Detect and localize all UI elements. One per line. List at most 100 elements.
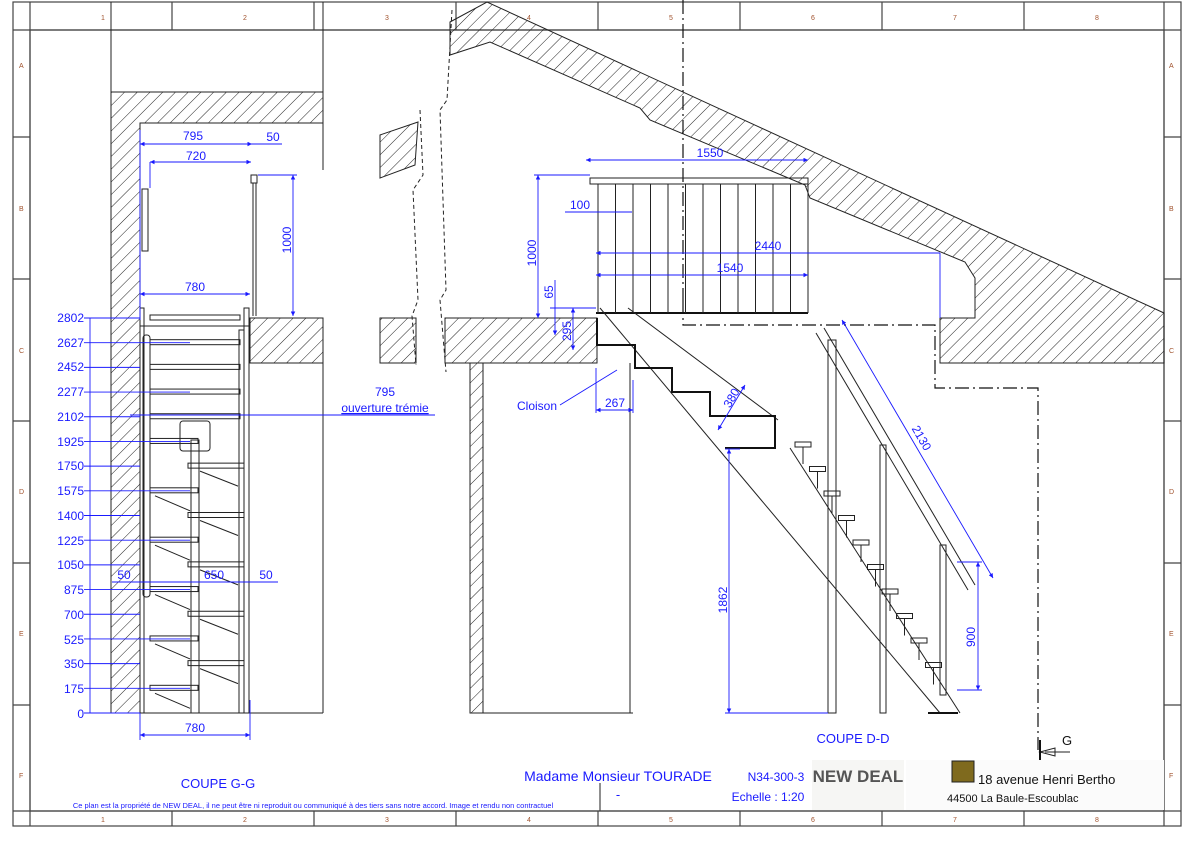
dim-2130: 2130 (909, 423, 935, 453)
grid-col-1: 1 (101, 817, 105, 824)
grid-column-labels-bottom: 1 2 3 4 5 6 7 8 (101, 817, 1099, 824)
leader-line (559, 369, 618, 406)
dim-50-right: 50 (259, 568, 273, 582)
opening-label: ouverture trémie (341, 401, 429, 415)
gg-dimensions: 795 50 720 1000 780 795 ouverture trémie… (112, 129, 435, 740)
tread (149, 437, 199, 444)
stair-tread (823, 490, 841, 497)
slab-hatch (444, 317, 598, 364)
tread (187, 660, 245, 667)
grid-col-6: 6 (811, 15, 815, 22)
grid-row-e: E (1169, 631, 1174, 638)
level-label: 875 (64, 583, 84, 597)
level-label: 1225 (57, 534, 84, 548)
address-line-2: 44500 La Baule-Escoublac (947, 793, 1079, 805)
dim-650: 650 (204, 568, 224, 582)
stair-tread (881, 588, 899, 595)
level-label: 1400 (57, 509, 84, 523)
grid-col-7: 7 (953, 817, 957, 824)
grid-col-2: 2 (243, 15, 247, 22)
dd-dimensions: 1550 100 1000 2440 1540 65 295 267 Clois… (517, 146, 994, 714)
tread (149, 363, 241, 370)
level-label: 2102 (57, 410, 84, 424)
tread (149, 635, 199, 642)
drawing-reference: N34-300-3 (748, 770, 805, 784)
stair-tread (794, 441, 812, 448)
logo-text: NEW DEAL (813, 767, 904, 786)
grid-row-c: C (1169, 348, 1174, 355)
handrail (815, 332, 969, 591)
top-rail (589, 177, 809, 185)
title-block: Madame Monsieur TOURADE - N34-300-3 Eche… (73, 760, 1164, 811)
dim-2440: 2440 (755, 239, 782, 253)
tread (149, 684, 199, 691)
dim-1000: 1000 (280, 226, 294, 253)
grid-row-e: E (19, 631, 24, 638)
dim-opening-795: 795 (375, 385, 395, 399)
level-label: 0 (77, 707, 84, 721)
level-label: 1925 (57, 435, 84, 449)
section-gg-title: COUPE G-G (181, 776, 255, 791)
level-label: 2452 (57, 360, 84, 374)
tread (149, 487, 199, 494)
grid-col-8: 8 (1095, 817, 1099, 824)
roof-hatch (449, 1, 1165, 364)
grid-col-2: 2 (243, 817, 247, 824)
grid-col-3: 3 (385, 817, 389, 824)
stair-tread (838, 515, 855, 521)
dim-1540: 1540 (717, 261, 744, 275)
dim-780-bottom: 780 (185, 721, 205, 735)
dim-1000-dd: 1000 (525, 239, 539, 266)
grid-row-b: B (19, 206, 24, 213)
level-label: 1575 (57, 484, 84, 498)
tread-support (199, 668, 239, 685)
grid-col-3: 3 (385, 15, 389, 22)
tread (149, 314, 241, 321)
grid-col-5: 5 (669, 817, 673, 824)
slab-hatch (249, 317, 324, 364)
tread (149, 388, 241, 395)
view-arrow-icon (1038, 747, 1056, 757)
grid-col-8: 8 (1095, 15, 1099, 22)
grid-col-4: 4 (527, 15, 531, 22)
grid-column-labels-top: 1 2 3 4 5 6 7 8 (101, 15, 1099, 22)
level-label: 2627 (57, 336, 84, 350)
tread-support (199, 470, 239, 487)
dim-100: 100 (570, 198, 590, 212)
dim-795: 795 (183, 129, 203, 143)
dim-780-top: 780 (185, 280, 205, 294)
drawing-scale: Echelle : 1:20 (732, 790, 805, 804)
level-label: 175 (64, 682, 84, 696)
tread-support (154, 495, 191, 512)
tread (187, 610, 245, 617)
tread-support (154, 544, 191, 561)
fixing-plate (179, 420, 211, 452)
grid-row-b: B (1169, 206, 1174, 213)
wall-fragment-hatch (379, 121, 419, 179)
section-gg (84, 2, 324, 714)
wall-hatch (469, 362, 484, 714)
level-label: 2277 (57, 385, 84, 399)
level-label: 1750 (57, 459, 84, 473)
grid-row-a: A (19, 63, 24, 70)
stair-tread (852, 539, 870, 546)
logo (812, 760, 904, 810)
tread (187, 561, 245, 568)
section-dd (379, 0, 1165, 760)
grid-row-a: A (1169, 63, 1174, 70)
level-label: 1050 (57, 558, 84, 572)
stringer (599, 307, 941, 714)
client-sub: - (616, 787, 620, 802)
drawing-frame (12, 1, 1182, 827)
dim-380: 380 (720, 386, 742, 411)
level-label: 350 (64, 657, 84, 671)
level-label: 700 (64, 608, 84, 622)
grid-row-f: F (19, 773, 23, 780)
dim-65: 65 (542, 285, 556, 299)
grid-row-c: C (19, 348, 24, 355)
grid-row-f: F (1169, 773, 1173, 780)
dim-1862: 1862 (716, 586, 730, 613)
copyright-notice: Ce plan est la propriété de NEW DEAL, il… (73, 801, 554, 810)
dim-1550: 1550 (697, 146, 724, 160)
